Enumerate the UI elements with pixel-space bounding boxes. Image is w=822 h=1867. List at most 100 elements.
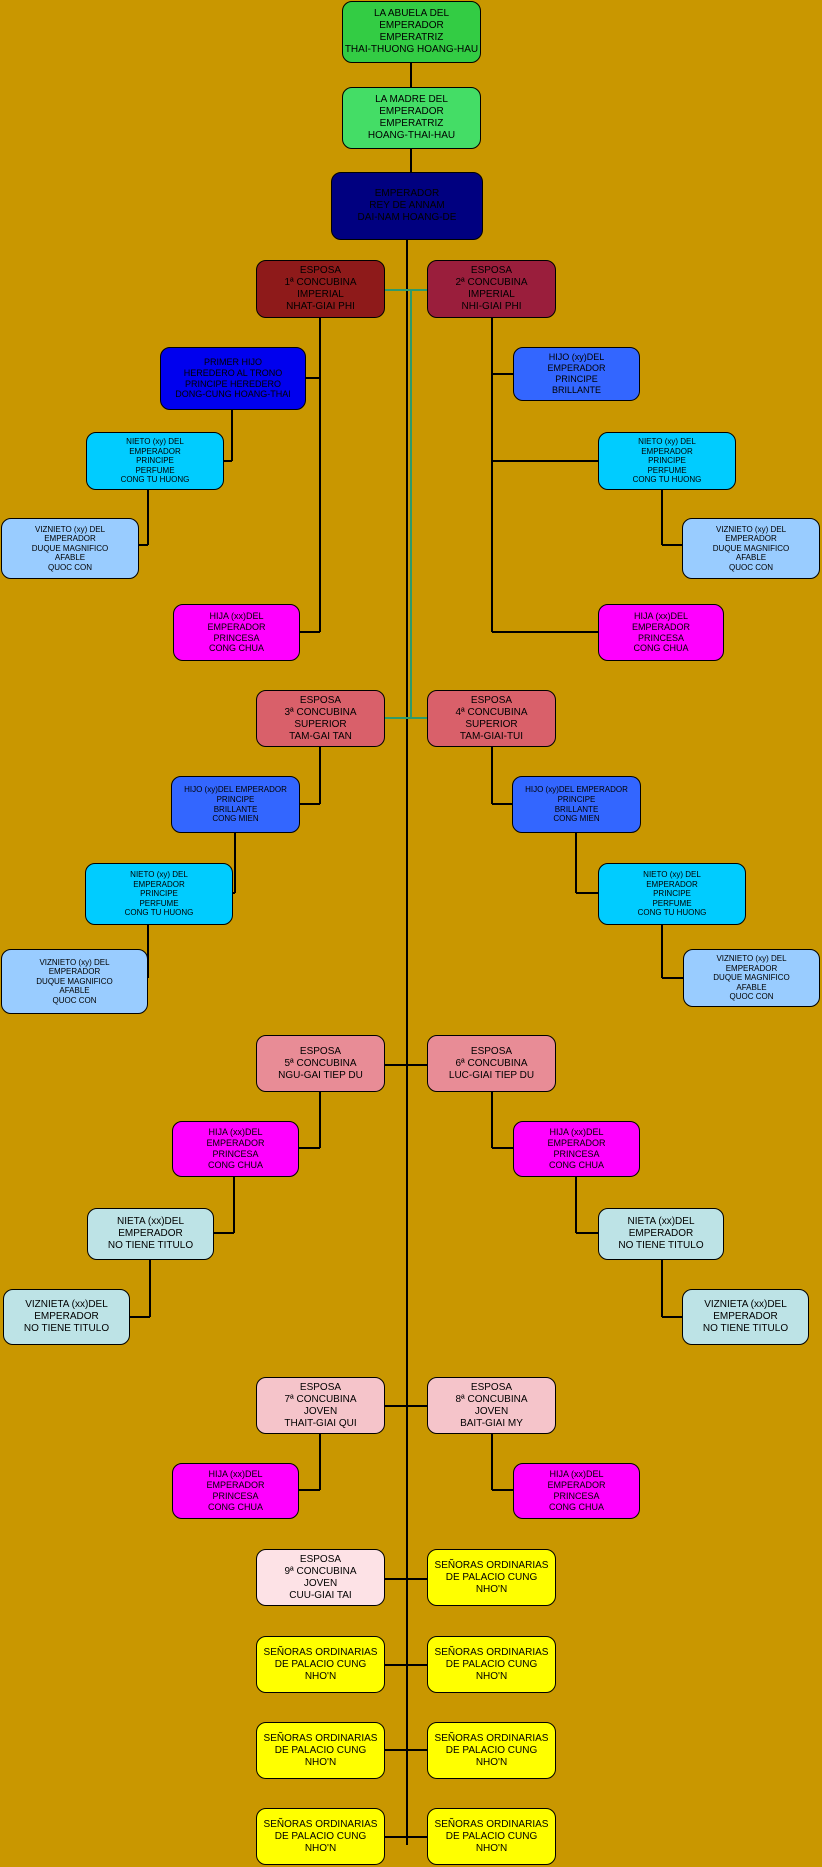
node-line: BRILLANTE [213, 804, 258, 814]
node-line: DE PALACIO CUNG [445, 1571, 538, 1583]
node-line: EMPERADOR [547, 363, 606, 374]
node-line: NHO'N [475, 1583, 508, 1595]
node-line: ESPOSA [470, 1045, 513, 1057]
node-line: PRINCIPE [653, 889, 691, 899]
node-line: DONG-CUNG HOANG-THAI [175, 389, 291, 400]
node-esposa-8: ESPOSA 8ª CONCUBINA JOVEN BAIT-GIAI MY [427, 1377, 556, 1434]
node-hijo-r2: HIJO (xy)DEL EMPERADOR PRINCIPE BRILLANT… [512, 776, 641, 833]
node-nieto-l2: NIETO (xy) DEL EMPERADOR PRINCIPE PERFUM… [85, 863, 233, 925]
node-line: 4ª CONCUBINA [455, 706, 528, 718]
node-senora-l3: SEÑORAS ORDINARIAS DE PALACIO CUNG NHO'N [256, 1722, 385, 1779]
node-line: EMPERADOR [133, 879, 185, 889]
node-line: PRINCIPE [216, 794, 255, 804]
node-line: EMPERADOR [48, 967, 101, 977]
node-esposa-2: ESPOSA 2ª CONCUBINA IMPERIAL NHI-GIAI PH… [427, 260, 556, 318]
node-esposa-5: ESPOSA 5ª CONCUBINA NGU-GAI TIEP DU [256, 1035, 385, 1092]
node-line: 7ª CONCUBINA [284, 1393, 357, 1405]
node-line: PRINCIPE [555, 374, 598, 384]
node-esposa-9: ESPOSA 9ª CONCUBINA JOVEN CUU-GIAI TAI [256, 1549, 385, 1606]
node-line: NIETA (xx)DEL [627, 1216, 695, 1227]
node-line: HIJO (xy)DEL EMPERADOR [184, 785, 287, 795]
node-line: PERFUME [647, 465, 687, 475]
node-vizn-r1: VIZNIETO (xy) DEL EMPERADOR DUQUE MAGNIF… [682, 518, 820, 579]
node-line: ESPOSA [470, 265, 513, 276]
node-nieta-r: NIETA (xx)DEL EMPERADOR NO TIENE TITULO [598, 1208, 724, 1260]
node-line: DE PALACIO CUNG [274, 1658, 367, 1670]
node-line: NO TIENE TITULO [107, 1240, 194, 1251]
node-line: PRINCIPE HEREDERO [184, 378, 282, 389]
node-line: NIETO (xy) DEL [643, 870, 701, 880]
node-line: VIZNIETA (xx)DEL [25, 1299, 108, 1310]
node-line: SEÑORAS ORDINARIAS [263, 1818, 378, 1830]
node-line: EMPERADOR [374, 188, 440, 199]
node-hija-l3: HIJA (xx)DEL EMPERADOR PRINCESA CONG CHU… [172, 1121, 299, 1177]
node-senora-r3: SEÑORAS ORDINARIAS DE PALACIO CUNG NHO'N [427, 1722, 556, 1779]
node-esposa-6: ESPOSA 6ª CONCUBINA LUC-GIAI TIEP DU [427, 1035, 556, 1092]
node-line: NHO'N [475, 1842, 508, 1854]
node-esposa-1: ESPOSA 1ª CONCUBINA IMPERIAL NHAT-GIAI P… [256, 260, 385, 318]
node-line: EMPERADOR [118, 1228, 183, 1239]
node-line: DAI-NAM HOANG-DE [357, 212, 457, 223]
node-viznieta-r: VIZNIETA (xx)DEL EMPERADOR NO TIENE TITU… [682, 1289, 809, 1345]
node-line: CONG MIEN [553, 814, 600, 824]
node-hija-r1: HIJA (xx)DEL EMPERADOR PRINCESA CONG CHU… [598, 604, 724, 661]
node-line: LA ABUELA DEL [373, 8, 450, 19]
node-line: PRINCIPE [557, 794, 596, 804]
node-line: ESPOSA [299, 694, 342, 706]
node-vizn-l2: VIZNIETO (xy) DEL EMPERADOR DUQUE MAGNIF… [1, 949, 148, 1014]
node-primer-hijo: PRIMER HIJO HEREDERO AL TRONO PRINCIPE H… [160, 347, 306, 410]
node-line: PRINCESA [553, 1149, 600, 1159]
node-line: QUOC CON [52, 995, 97, 1005]
node-line: IMPERIAL [297, 289, 344, 300]
node-line: JOVEN [303, 1405, 338, 1417]
node-line: EMPERADOR [206, 1480, 265, 1491]
node-line: DE PALACIO CUNG [445, 1658, 538, 1670]
node-line: BRILLANTE [551, 384, 602, 395]
node-line: AFABLE [735, 553, 767, 563]
node-line: DUQUE MAGNIFICO [36, 976, 113, 986]
node-line: EMPERATRIZ [379, 118, 444, 129]
node-vizn-l1: VIZNIETO (xy) DEL EMPERADOR DUQUE MAGNIF… [1, 518, 139, 579]
node-line: NHO'N [475, 1756, 508, 1768]
node-vizn-r2: VIZNIETO (xy) DEL EMPERADOR DUQUE MAGNIF… [683, 949, 820, 1007]
node-line: VIZNIETO (xy) DEL [34, 524, 106, 534]
node-line: 3ª CONCUBINA [284, 706, 357, 718]
node-line: 1ª CONCUBINA [284, 277, 357, 288]
node-line: SUPERIOR [465, 718, 518, 730]
node-line: AFABLE [59, 986, 90, 996]
node-line: SUPERIOR [294, 718, 347, 730]
node-madre: LA MADRE DEL EMPERADOR EMPERATRIZ HOANG-… [342, 87, 481, 149]
node-line: PRINCESA [212, 1149, 259, 1159]
node-line: EMPERADOR [646, 879, 698, 889]
node-line: CONG CHUA [207, 1159, 263, 1170]
node-line: PRINCIPE [136, 456, 174, 466]
node-line: EMPERADOR [547, 1138, 606, 1149]
node-line: EMPERADOR [207, 621, 266, 632]
node-line: PRIMER HIJO [203, 356, 262, 367]
node-line: EMPERADOR [129, 446, 181, 456]
node-line: SEÑORAS ORDINARIAS [434, 1559, 549, 1571]
node-line: ESPOSA [299, 265, 342, 276]
node-line: NHI-GIAI PHI [461, 301, 522, 312]
node-senora-l4: SEÑORAS ORDINARIAS DE PALACIO CUNG NHO'N [256, 1808, 385, 1865]
node-line: SEÑORAS ORDINARIAS [434, 1732, 549, 1744]
node-line: PRINCESA [212, 1491, 259, 1501]
node-line: EMPERADOR [206, 1138, 265, 1149]
node-line: 6ª CONCUBINA [455, 1057, 528, 1069]
node-line: PERFUME [139, 898, 179, 908]
node-line: IMPERIAL [468, 289, 515, 300]
node-line: ESPOSA [470, 694, 513, 706]
node-line: 2ª CONCUBINA [455, 277, 528, 288]
node-line: 5ª CONCUBINA [284, 1057, 357, 1069]
node-line: EMPERADOR [379, 106, 444, 117]
node-nieto-l1: NIETO (xy) DEL EMPERADOR PRINCIPE PERFUM… [86, 432, 224, 490]
node-line: NGU-GAI TIEP DU [278, 1069, 363, 1081]
node-line: NHO'N [304, 1842, 337, 1854]
node-line: TAM-GIAI-TUI [459, 730, 524, 742]
node-line: HIJA (xx)DEL [208, 1127, 263, 1138]
node-line: VIZNIETO (xy) DEL [715, 524, 787, 534]
node-line: DE PALACIO CUNG [445, 1830, 538, 1842]
node-line: HIJO (xy)DEL EMPERADOR [525, 785, 628, 795]
